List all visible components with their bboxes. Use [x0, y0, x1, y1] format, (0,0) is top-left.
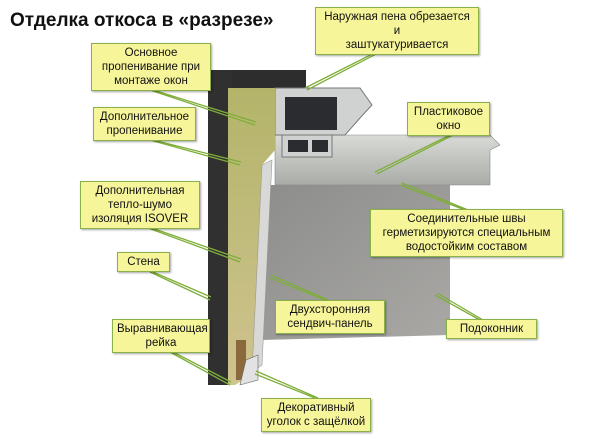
label-line: Соединительные швы [407, 213, 526, 225]
label-insulation: Дополнительная тепло-шумо изоляция ISOVE… [80, 181, 200, 229]
label-wall: Стена [117, 252, 170, 272]
label-line: пропенивание при [101, 61, 201, 73]
label-line: Пластиковое [413, 106, 484, 118]
label-main-foam: Основное пропенивание при монтаже окон [91, 43, 211, 91]
label-line: тепло-шумо [108, 199, 172, 211]
label-line: водостойким составом [405, 241, 528, 253]
label-line: окно [436, 120, 461, 132]
label-plastic-window: Пластиковое окно [407, 102, 490, 136]
label-line: Наружная пена обрезается и [324, 11, 470, 37]
label-line: герметизируются специальным [382, 227, 551, 239]
label-extra-foam: Дополнительное пропенивание [93, 107, 196, 141]
leader-lines [139, 39, 484, 399]
label-joints: Соединительные швы герметизируются специ… [370, 209, 563, 257]
label-line: Двухсторонняя [289, 304, 371, 316]
label-line: монтаже окон [114, 75, 188, 87]
label-line: Стена [127, 256, 160, 268]
label-line: Декоративный [277, 402, 355, 414]
sandwich-panel-strip [251, 159, 273, 373]
label-sandwich-panel: Двухсторонняя сендвич-панель [275, 300, 385, 334]
label-line: заштукатуривается [345, 39, 449, 51]
label-line: изоляция ISOVER [91, 213, 189, 225]
label-line: Выравнивающая [117, 323, 208, 335]
label-line: Дополнительное [99, 111, 190, 123]
decorative-corner [239, 354, 259, 386]
label-outer-foam: Наружная пена обрезается и заштукатурива… [315, 7, 479, 55]
window-profile [274, 87, 373, 158]
label-line: уголок с защёлкой [266, 416, 366, 428]
wall-vertical [208, 70, 232, 385]
label-line: Дополнительная [95, 185, 185, 197]
label-leveling-rail: Выравнивающая рейка [112, 319, 210, 353]
wall [208, 70, 306, 90]
label-line: рейка [145, 337, 177, 349]
diagram-title: Отделка откоса в «разрезе» [10, 10, 274, 31]
label-sill: Подоконник [446, 319, 537, 339]
label-line: Подоконник [459, 323, 524, 335]
leveling-rail [236, 340, 246, 380]
label-line: пропенивание [106, 125, 183, 137]
label-line: сендвич-панель [287, 318, 373, 330]
label-line: Основное [124, 47, 178, 59]
label-decor-corner: Декоративный уголок с защёлкой [261, 398, 371, 432]
